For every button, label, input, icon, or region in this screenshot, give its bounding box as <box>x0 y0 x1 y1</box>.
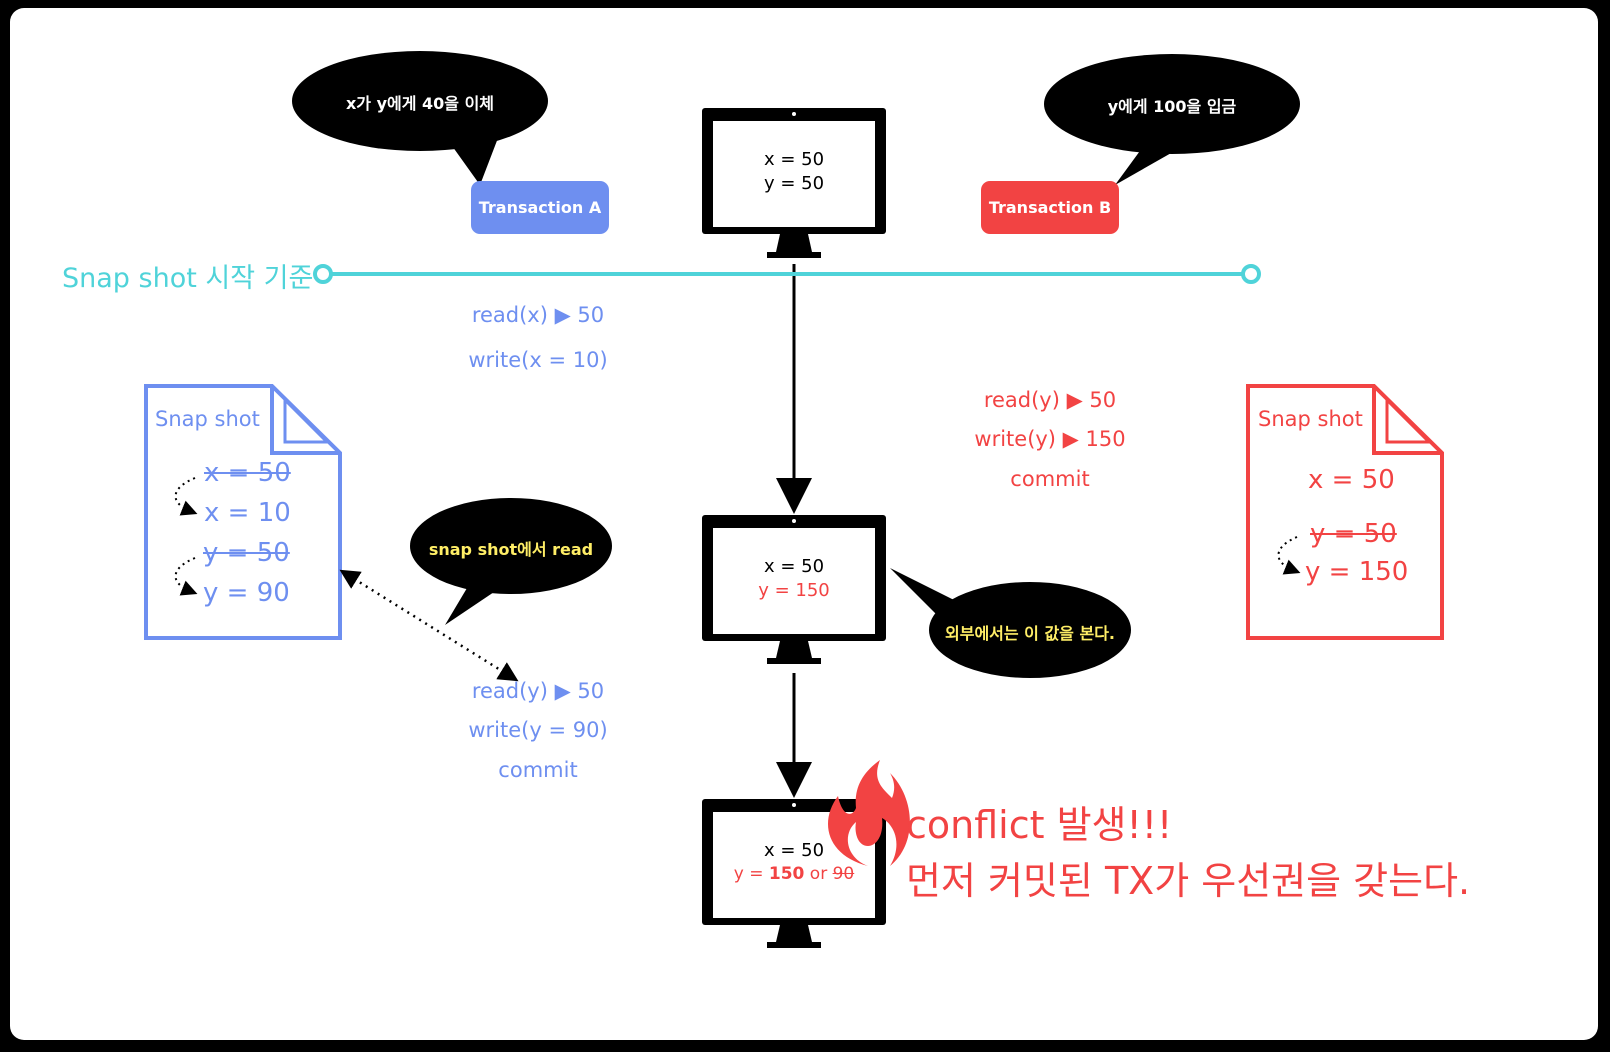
snapshot-a-y-new: y = 90 <box>203 578 290 608</box>
tx-a-read-x: read(x) ▶ 50 <box>471 303 605 327</box>
snapshot-a-y-old: y = 50 <box>203 538 290 568</box>
diagram-canvas: x가 y에게 40을 이체 y에게 100을 입금 snap shot에서 re… <box>10 8 1598 1040</box>
snapshot-b-y-old: y = 50 <box>1310 519 1397 549</box>
snapshot-b-x: x = 50 <box>1308 465 1395 495</box>
speech-bubble-tx-b <box>1044 54 1300 185</box>
monitor-bottom-y-prefix: y = <box>733 864 769 884</box>
flame-icon <box>828 760 910 866</box>
bubble-text-external-view: 외부에서는 이 값을 본다. <box>945 624 1115 643</box>
monitor-top-icon <box>702 108 886 258</box>
monitor-top-x-value: x = 50 <box>763 149 825 170</box>
monitor-bottom-y-value: y = 150 or 90 <box>713 862 875 887</box>
speech-bubble-tx-a <box>292 51 548 185</box>
snapshot-a-title: Snap shot <box>155 407 260 431</box>
transaction-b-label: Transaction B <box>981 181 1119 234</box>
snapshot-timeline <box>313 264 1261 284</box>
tx-b-commit: commit <box>1010 467 1090 491</box>
bubble-text-snapshot-read: snap shot에서 read <box>428 540 594 559</box>
monitor-bottom-y-rejected: 90 <box>832 864 855 884</box>
speech-bubble-snapshot-read <box>410 498 612 625</box>
monitor-bottom-y-or: or <box>804 864 833 884</box>
tx-a-write-x: write(x = 10) <box>468 348 608 372</box>
monitor-middle-x-value: x = 50 <box>763 556 825 577</box>
tx-a-write-y: write(y = 90) <box>468 718 608 742</box>
timeline-label: Snap shot 시작 기준 <box>62 263 314 294</box>
snapshot-document-a-icon <box>144 384 342 640</box>
tx-a-commit: commit <box>498 758 578 782</box>
snapshot-document-b-icon <box>1246 384 1444 640</box>
monitor-middle-y-value: y = 150 <box>758 580 830 601</box>
tx-a-read-y: read(y) ▶ 50 <box>471 679 605 703</box>
snapshot-a-x-new: x = 10 <box>204 498 291 528</box>
bubble-text-tx-a: x가 y에게 40을 이체 <box>345 94 495 113</box>
snapshot-b-y-new: y = 150 <box>1305 557 1409 587</box>
diagram-graphics <box>144 51 1444 948</box>
monitor-top-y-value: y = 50 <box>763 173 825 194</box>
tx-b-read-y: read(y) ▶ 50 <box>983 388 1117 412</box>
monitor-bottom-x-value: x = 50 <box>763 840 825 861</box>
bubble-text-tx-b: y에게 100을 입금 <box>1107 97 1237 116</box>
snapshot-a-x-old: x = 50 <box>204 458 291 488</box>
speech-bubble-external-view <box>890 568 1131 678</box>
monitor-bottom-y-committed: 150 <box>768 864 805 884</box>
tx-b-write-y: write(y) ▶ 150 <box>974 427 1126 451</box>
conflict-description: 먼저 커밋된 TX가 우선권을 갖는다. <box>906 859 1471 903</box>
transaction-a-label: Transaction A <box>471 181 609 234</box>
snapshot-b-title: Snap shot <box>1258 407 1363 431</box>
monitor-middle-icon <box>702 515 886 664</box>
conflict-title: conflict 발생!!! <box>906 803 1173 847</box>
